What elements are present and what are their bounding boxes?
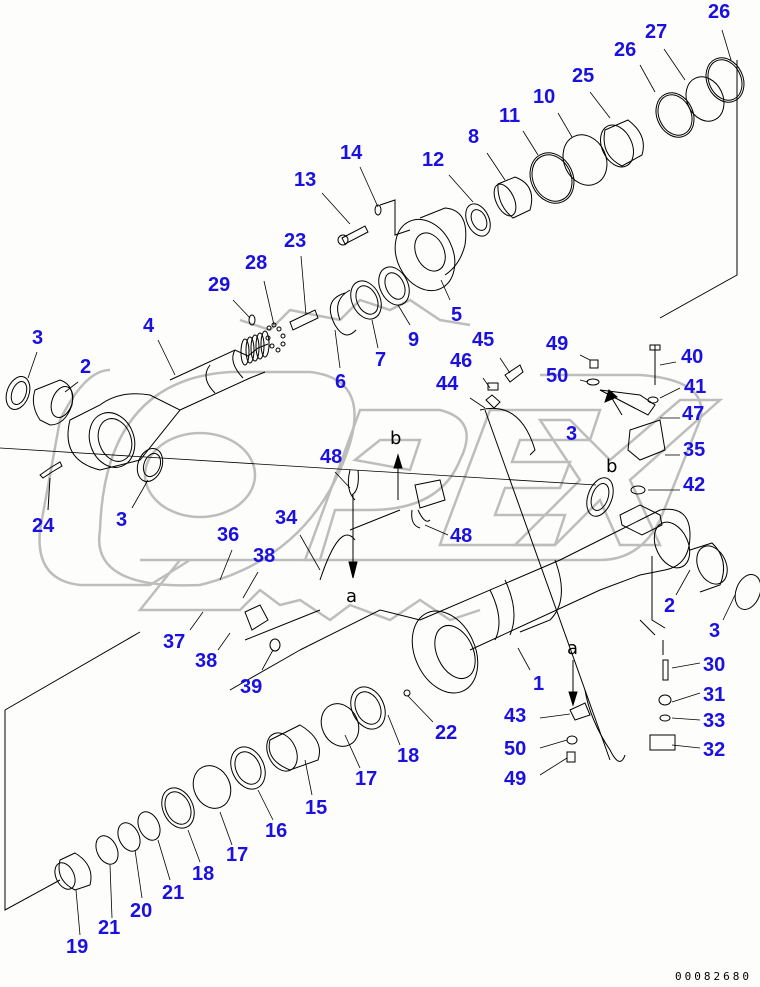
callout-19[interactable]: 19	[66, 936, 89, 958]
callout-11[interactable]: 11	[499, 105, 521, 127]
callout-44[interactable]: 44	[436, 373, 459, 395]
callout-21-right[interactable]: 21	[162, 882, 185, 904]
ref-letter-a-bottom: a	[567, 638, 579, 659]
callout-26[interactable]: 26	[614, 39, 637, 61]
piping	[229, 344, 676, 763]
callout-50-bottom[interactable]: 50	[504, 738, 527, 760]
head-components	[248, 57, 745, 353]
callout-18-left[interactable]: 18	[192, 863, 215, 885]
rod-end-parts	[5, 376, 164, 511]
callout-30[interactable]: 30	[703, 654, 726, 676]
reference-arrows	[348, 389, 623, 707]
watermark-opex	[38, 298, 724, 622]
callout-37[interactable]: 37	[163, 631, 186, 653]
callout-32[interactable]: 32	[703, 739, 726, 761]
callout-35[interactable]: 35	[683, 439, 706, 461]
callout-25[interactable]: 25	[572, 65, 595, 87]
callout-4[interactable]: 4	[143, 315, 155, 337]
callout-50-top[interactable]: 50	[546, 365, 569, 387]
piston-parts	[54, 686, 411, 891]
callout-28[interactable]: 28	[245, 252, 268, 274]
callout-43[interactable]: 43	[504, 705, 527, 727]
callout-47[interactable]: 47	[682, 403, 705, 425]
callout-23[interactable]: 23	[284, 230, 307, 252]
callout-40[interactable]: 40	[681, 346, 704, 368]
callout-13[interactable]: 13	[294, 169, 317, 191]
callout-3-tube[interactable]: 3	[709, 620, 721, 642]
callout-49-top[interactable]: 49	[546, 333, 569, 355]
piston-rod	[67, 330, 270, 471]
callout-8[interactable]: 8	[468, 126, 480, 148]
callout-3-rod-bottom[interactable]: 3	[116, 509, 128, 531]
callout-36[interactable]: 36	[217, 524, 240, 546]
callout-6[interactable]: 6	[335, 371, 347, 393]
callout-3-rod-left[interactable]: 3	[32, 327, 44, 349]
callout-14[interactable]: 14	[340, 142, 363, 164]
callout-48-right[interactable]: 48	[450, 525, 473, 547]
callout-48-left[interactable]: 48	[320, 446, 343, 468]
callout-16[interactable]: 16	[265, 820, 288, 842]
callout-18-right[interactable]: 18	[397, 745, 420, 767]
callout-26-top[interactable]: 26	[708, 1, 731, 23]
callout-21-left[interactable]: 21	[98, 917, 121, 939]
ref-letter-a-left: a	[346, 586, 358, 607]
callout-9[interactable]: 9	[408, 329, 420, 351]
callout-27[interactable]: 27	[645, 21, 668, 43]
callout-10[interactable]: 10	[533, 86, 556, 108]
callout-38-bottom[interactable]: 38	[195, 650, 218, 672]
callout-5[interactable]: 5	[451, 304, 463, 326]
ref-letter-b-right: b	[606, 456, 618, 477]
callout-1[interactable]: 1	[533, 673, 545, 695]
rod-threads	[240, 330, 270, 366]
callout-20[interactable]: 20	[130, 900, 153, 922]
callout-2-rod[interactable]: 2	[80, 356, 92, 378]
callout-12[interactable]: 12	[422, 149, 445, 171]
ref-letter-b-top: b	[390, 428, 402, 449]
callout-24[interactable]: 24	[32, 515, 55, 537]
callout-31[interactable]: 31	[703, 684, 726, 706]
callout-29[interactable]: 29	[208, 274, 231, 296]
callout-22[interactable]: 22	[435, 722, 458, 744]
leader-lines	[0, 29, 736, 936]
callout-38-top[interactable]: 38	[253, 545, 276, 567]
callout-46[interactable]: 46	[450, 350, 473, 372]
callout-2-tube[interactable]: 2	[664, 595, 676, 617]
balls	[265, 322, 286, 353]
callout-15[interactable]: 15	[305, 797, 328, 819]
document-id: 00082680	[675, 970, 752, 983]
callout-17-left[interactable]: 17	[226, 844, 249, 866]
cylinder-tube	[411, 477, 760, 694]
callout-17-right[interactable]: 17	[355, 768, 378, 790]
callout-34[interactable]: 34	[275, 507, 298, 529]
callout-7[interactable]: 7	[375, 349, 387, 371]
callout-42[interactable]: 42	[683, 474, 706, 496]
callout-39[interactable]: 39	[240, 676, 263, 698]
callout-33[interactable]: 33	[703, 710, 726, 732]
callout-3-mid[interactable]: 3	[566, 423, 578, 445]
callout-45[interactable]: 45	[472, 329, 495, 351]
callout-41[interactable]: 41	[684, 376, 707, 398]
callout-49-bottom[interactable]: 49	[504, 768, 527, 790]
frame-lines	[4, 60, 738, 911]
